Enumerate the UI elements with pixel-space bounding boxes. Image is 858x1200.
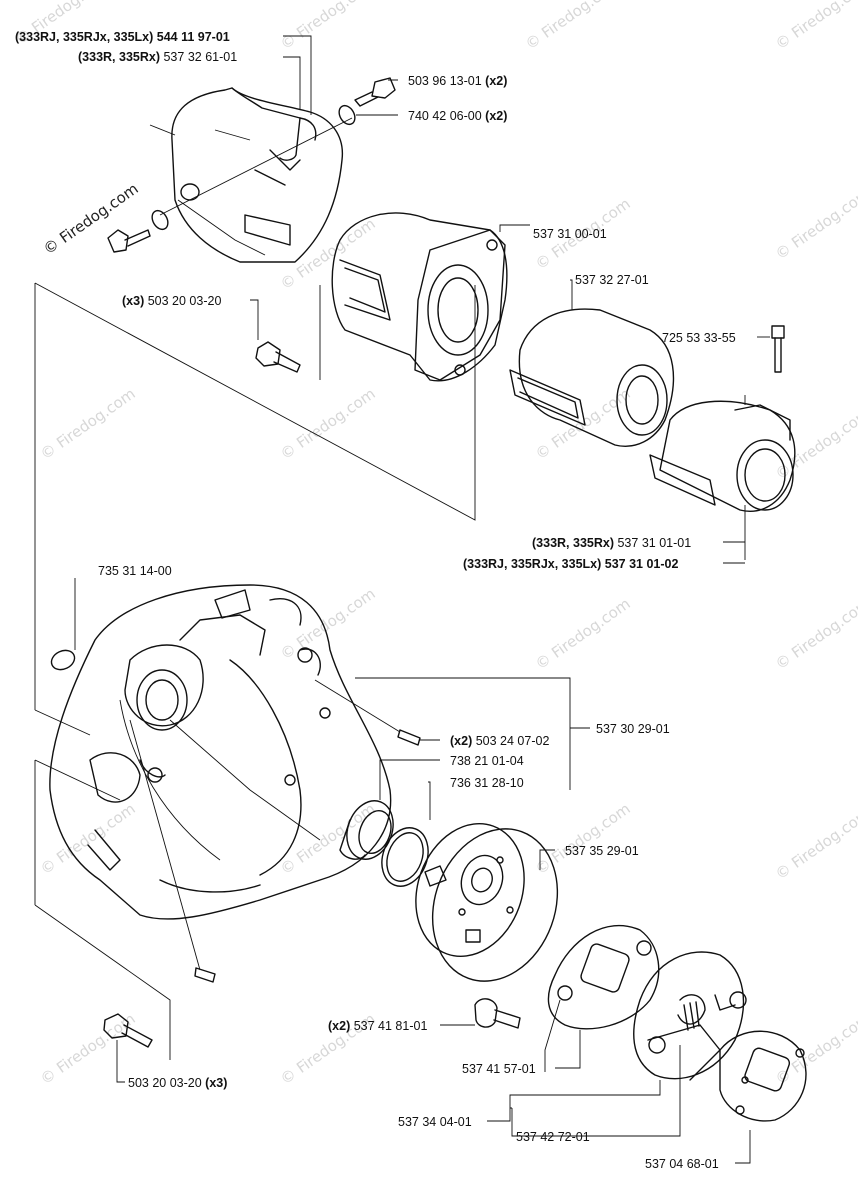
label-bolt: 725 53 33-55 <box>662 331 736 345</box>
bearing <box>339 800 394 860</box>
cylinder-cover <box>171 87 344 263</box>
watermark: © Firedog.com <box>772 185 858 264</box>
crankcase <box>49 584 421 983</box>
label-plate: 537 41 57-01 <box>462 1062 536 1076</box>
screw-x3-bottom <box>103 1013 153 1048</box>
label-screw-top: 503 96 13-01 (x2) <box>408 74 507 88</box>
label-sleeve: 537 32 27-01 <box>575 273 649 287</box>
part-labels: (333RJ, 335RJx, 335Lx) 544 11 97-01 (333… <box>15 30 736 1171</box>
label-crankcase: 537 30 29-01 <box>596 722 670 736</box>
label-clutch: 537 34 04-01 <box>398 1115 472 1129</box>
label-cylinder: 537 31 00-01 <box>533 227 607 241</box>
watermark: © Firedog.com <box>277 385 379 464</box>
watermark: © Firedog.com <box>277 800 379 879</box>
screw-x3-top <box>255 341 301 373</box>
washer-plate <box>719 1030 807 1122</box>
clutch-drum <box>415 822 559 982</box>
watermark: © Firedog.com <box>522 0 624 53</box>
label-clamp-a: (333R, 335Rx) 537 31 01-01 <box>532 536 691 550</box>
label-clamp-b: (333RJ, 335RJx, 335Lx) 537 31 01-02 <box>463 557 678 571</box>
circlip <box>50 649 76 671</box>
cylinder <box>331 212 508 382</box>
watermark: © Firedog.com <box>532 800 634 879</box>
label-bearing: 738 21 01-04 <box>450 754 524 768</box>
label-screw-x3-top: (x3) 503 20 03-20 <box>122 294 221 308</box>
watermark: © Firedog.com <box>277 215 379 294</box>
watermark: © Firedog.com <box>37 800 139 879</box>
clutch <box>633 951 747 1081</box>
label-pin: (x2) 503 24 07-02 <box>450 734 549 748</box>
label-cover-b: (333R, 335Rx) 537 32 61-01 <box>78 50 237 64</box>
label-washer: 537 04 68-01 <box>645 1157 719 1171</box>
label-drum: 537 35 29-01 <box>565 844 639 858</box>
ring <box>381 827 429 887</box>
label-screw-clutch: (x2) 537 41 81-01 <box>328 1019 427 1033</box>
label-circlip: 735 31 14-00 <box>98 564 172 578</box>
sleeve <box>509 308 675 447</box>
label-cover-a: (333RJ, 335RJx, 335Lx) 544 11 97-01 <box>15 30 230 44</box>
label-screw-x3-bottom: 503 20 03-20 (x3) <box>128 1076 227 1090</box>
label-ring: 736 31 28-10 <box>450 776 524 790</box>
clutch-plate <box>547 924 660 1030</box>
watermark-layer: © Firedog.com © Firedog.com © Firedog.co… <box>12 0 858 1088</box>
watermark: © Firedog.com <box>37 385 139 464</box>
watermark: © Firedog.com <box>277 0 379 53</box>
watermark: © Firedog.com <box>772 0 858 53</box>
watermark: © Firedog.com <box>277 585 379 664</box>
watermark: © Firedog.com <box>37 1010 139 1089</box>
label-spring: 537 42 72-01 <box>516 1130 590 1144</box>
watermark: © Firedog.com <box>772 805 858 884</box>
screw-clutch <box>474 998 521 1029</box>
clamp <box>649 395 796 512</box>
construction-lines <box>34 124 476 1060</box>
watermark: © Firedog.com <box>532 595 634 674</box>
bolt <box>771 325 785 373</box>
leader-lines <box>74 35 770 1164</box>
top-fasteners <box>107 77 396 253</box>
label-oring-top: 740 42 06-00 (x2) <box>408 109 507 123</box>
watermark: © Firedog.com <box>772 595 858 674</box>
